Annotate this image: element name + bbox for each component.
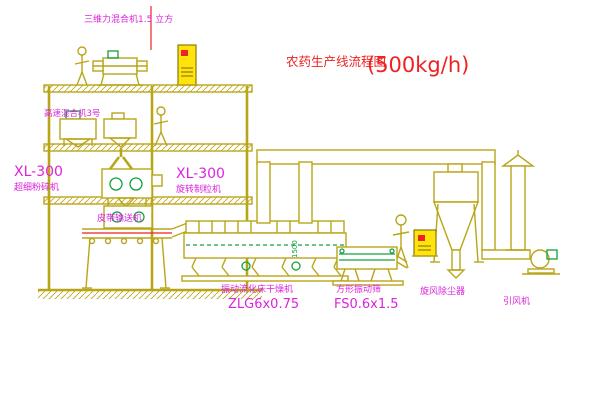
label-three-dim-mixer: 三维力混合机1.5 立方 xyxy=(84,13,173,25)
label-granulator-name: 旋转制粒机 xyxy=(176,183,221,195)
label-mill-name: 超细粉碎机 xyxy=(14,181,59,193)
y-hopper xyxy=(108,148,134,170)
granulator xyxy=(101,168,163,209)
label-cyclone: 旋风除尘器 xyxy=(420,285,465,297)
label-dryer-model: ZLG6x0.75 xyxy=(228,297,299,312)
induced-draft-fan xyxy=(522,249,560,275)
three-dim-mixer xyxy=(92,50,148,86)
label-dryer-name: 振动流化床干燥机 xyxy=(221,283,293,295)
label-screen-model: FS0.6x1.5 xyxy=(334,297,399,312)
cyclone-separator xyxy=(430,163,484,279)
binder-feeder xyxy=(103,112,137,148)
label-granulator-model: XL-300 xyxy=(176,166,225,182)
exhaust-stack xyxy=(500,150,536,251)
diagram-title-capacity: (500kg/h) xyxy=(367,53,469,77)
label-mill-model: XL-300 xyxy=(14,164,63,180)
dimension-riser-height: 1500 xyxy=(291,240,299,258)
diagram-title: 农药生产线流程图 xyxy=(286,54,386,69)
worker-figure-top xyxy=(74,46,90,86)
control-panel-ground xyxy=(412,229,438,257)
fluid-bed-dryer xyxy=(171,220,349,282)
belt-conveyor xyxy=(82,228,172,289)
vibrating-screen xyxy=(332,246,408,286)
worker-figure-floor2 xyxy=(153,106,169,147)
label-high-speed-mixer: 高速混合机3号 xyxy=(44,108,100,119)
label-screen-name: 方形振动筛 xyxy=(336,283,381,295)
exhaust-duct xyxy=(256,149,531,260)
label-belt-conveyor: 皮带输送机 xyxy=(97,212,142,224)
high-speed-mixer xyxy=(59,110,97,148)
control-panel-roof xyxy=(176,44,198,86)
rotary-granulator xyxy=(103,198,153,229)
building-frame xyxy=(38,84,262,299)
ground-hatch xyxy=(38,291,262,299)
label-fan: 引风机 xyxy=(503,295,530,307)
